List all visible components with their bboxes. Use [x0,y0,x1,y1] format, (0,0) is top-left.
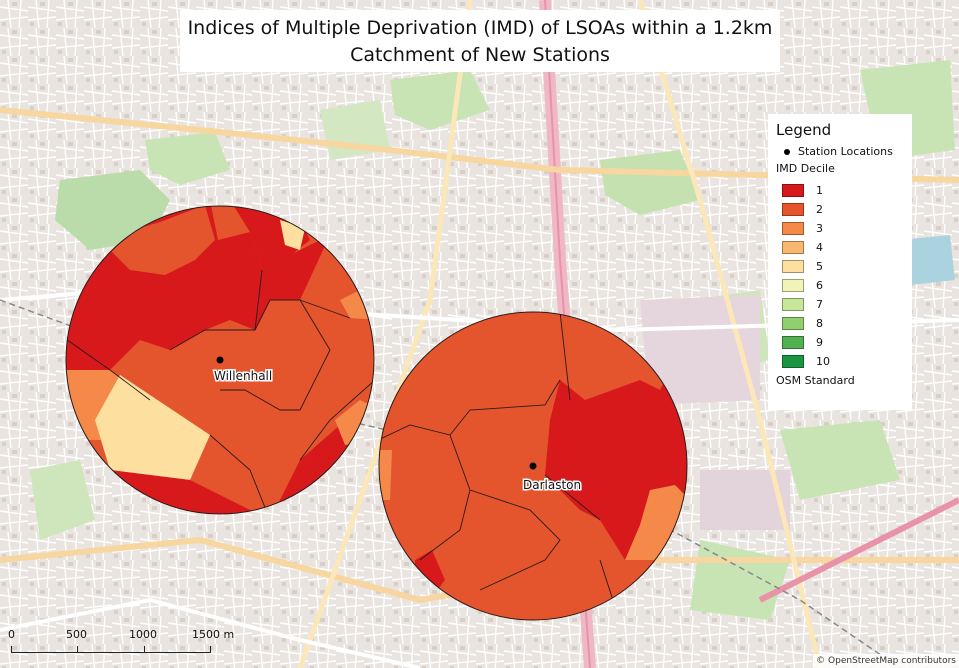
station-willenhall[interactable]: Willenhall [213,356,274,385]
decile-label: 3 [816,222,823,235]
legend-decile-5: 5 [776,257,904,276]
decile-swatch [782,260,804,273]
decile-swatch [782,279,804,292]
scale-label-1500: 1500 m [192,628,235,641]
legend-panel: Legend Station Locations IMD Decile 1 2 3 4… [768,114,912,410]
legend-decile-9: 9 [776,333,904,352]
decile-swatch [782,298,804,311]
map-title: Indices of Multiple Deprivation (IMD) of… [180,10,780,72]
decile-label: 10 [816,355,830,368]
lsoa-decile-2 [100,206,215,275]
scale-tick [77,646,78,652]
decile-swatch [782,203,804,216]
scale-line [11,652,211,653]
station-marker-icon [529,462,537,470]
decile-swatch [782,222,804,235]
legend-decile-7: 7 [776,295,904,314]
station-dot-icon [784,148,790,155]
legend-decile-6: 6 [776,276,904,295]
decile-label: 7 [816,298,823,311]
decile-label: 6 [816,279,823,292]
station-darlaston[interactable]: Darlaston [522,462,583,494]
decile-label: 4 [816,241,823,254]
map-title-line1: Indices of Multiple Deprivation (IMD) of… [187,17,773,39]
scale-tick [144,646,145,652]
legend-station-label: Station Locations [798,145,893,158]
station-label-willenhall: Willenhall [214,369,272,383]
legend-decile-list: 1 2 3 4 5 6 7 8 9 10 [776,181,904,371]
decile-label: 2 [816,203,823,216]
scale-label-500: 500 [66,628,87,641]
decile-label: 9 [816,336,823,349]
scale-tick [210,646,211,652]
legend-decile-2: 2 [776,200,904,219]
legend-decile-title: IMD Decile [776,162,835,175]
scale-label-0: 0 [8,628,15,641]
decile-swatch [782,336,804,349]
scale-label-1000: 1000 [129,628,157,641]
osm-attribution[interactable]: © OpenStreetMap contributors [813,654,959,668]
legend-decile-1: 1 [776,181,904,200]
legend-decile-10: 10 [776,352,904,371]
decile-label: 8 [816,317,823,330]
scale-bar: 0 500 1000 1500 m [6,628,256,664]
legend-station-item: Station Locations [776,145,904,158]
legend-title: Legend [776,121,832,139]
decile-label: 1 [816,184,823,197]
lsoa-decile-5 [95,375,210,480]
decile-swatch [782,184,804,197]
legend-decile-4: 4 [776,238,904,257]
scale-tick [11,646,12,652]
lsoa-decile-3 [379,450,392,500]
map-title-line2: Catchment of New Stations [350,44,610,66]
station-label-darlaston: Darlaston [523,478,581,492]
legend-decile-8: 8 [776,314,904,333]
decile-swatch [782,317,804,330]
decile-swatch [782,241,804,254]
legend-basemap-label: OSM Standard [776,374,855,387]
station-marker-icon [216,356,224,364]
decile-swatch [782,355,804,368]
decile-label: 5 [816,260,823,273]
legend-decile-3: 3 [776,219,904,238]
